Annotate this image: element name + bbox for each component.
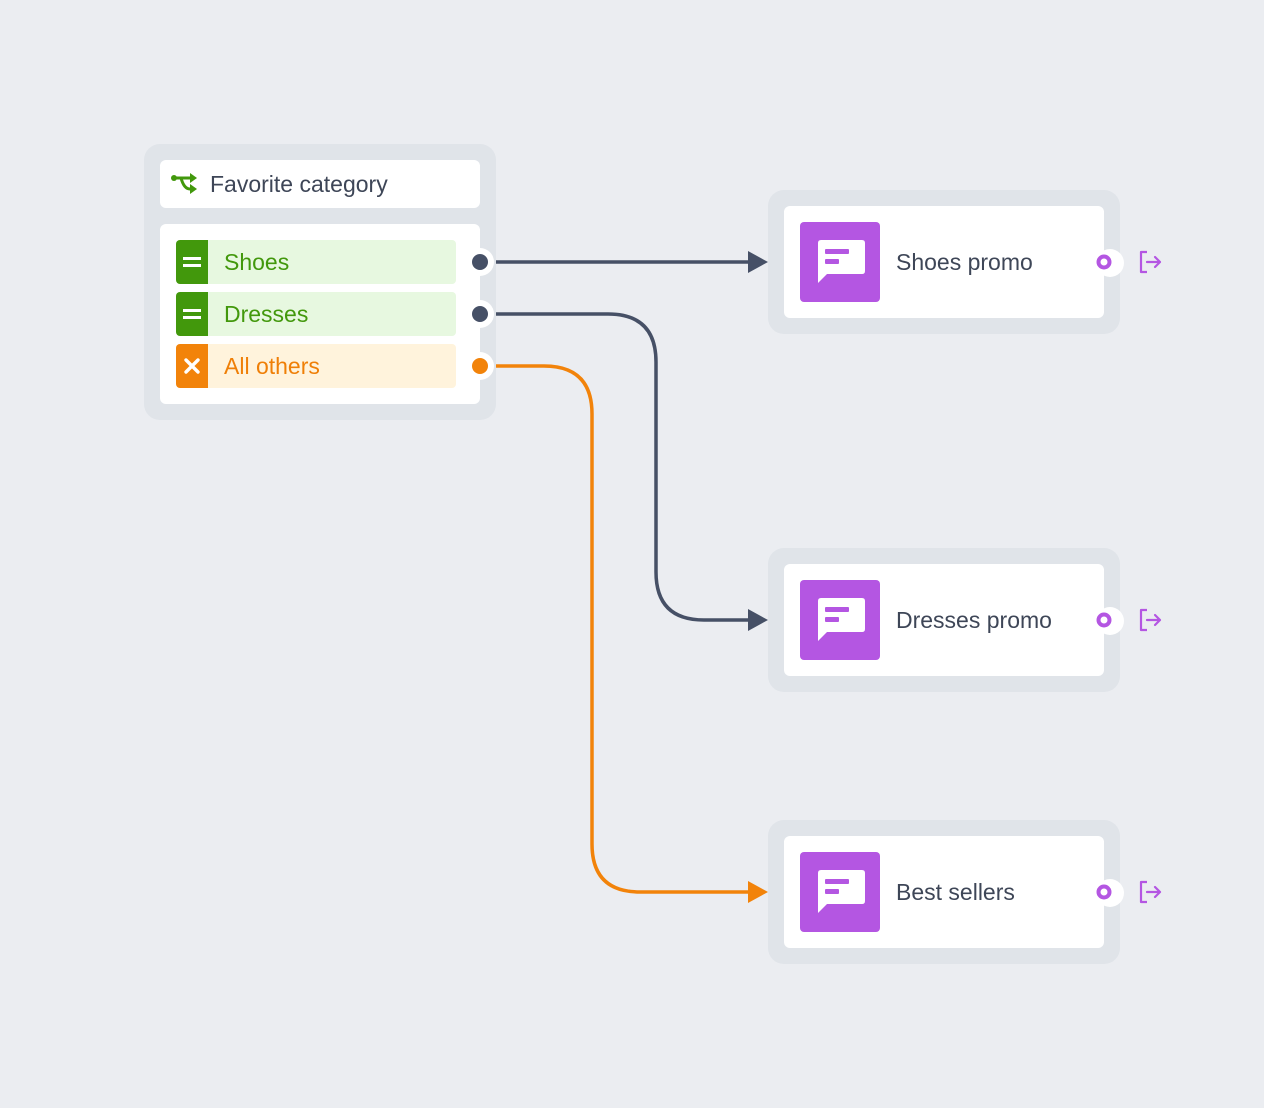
output-port-dresses[interactable] bbox=[472, 306, 488, 322]
message-node-dresses-promo[interactable]: Dresses promo bbox=[768, 548, 1124, 692]
message-output-port[interactable] bbox=[1096, 254, 1112, 270]
split-icon bbox=[170, 170, 198, 198]
split-header: Favorite category bbox=[160, 160, 480, 208]
split-branches: Shoes Dresses All others bbox=[160, 224, 494, 404]
equals-icon bbox=[176, 240, 208, 284]
message-node-shoes-promo[interactable]: Shoes promo bbox=[768, 190, 1124, 334]
close-icon bbox=[176, 344, 208, 388]
branch-shoes[interactable]: Shoes bbox=[176, 240, 456, 284]
split-node[interactable]: Favorite category Shoes Dresses All othe… bbox=[144, 144, 496, 420]
message-card: Shoes promo bbox=[784, 206, 1124, 318]
arrowhead-dresses bbox=[748, 609, 768, 631]
branch-all-others[interactable]: All others bbox=[176, 344, 456, 388]
connector-dresses bbox=[496, 312, 750, 622]
branch-label: All others bbox=[224, 352, 320, 379]
message-icon bbox=[800, 222, 880, 302]
message-card: Dresses promo bbox=[784, 564, 1124, 676]
branch-label: Shoes bbox=[224, 248, 290, 275]
exit-icon[interactable] bbox=[1138, 249, 1164, 275]
split-title: Favorite category bbox=[210, 170, 388, 197]
message-label: Shoes promo bbox=[896, 249, 1033, 275]
branch-dresses[interactable]: Dresses bbox=[176, 292, 456, 336]
arrowhead-shoes bbox=[748, 251, 768, 273]
output-port-shoes[interactable] bbox=[472, 254, 488, 270]
message-label: Dresses promo bbox=[896, 607, 1052, 633]
exit-icon[interactable] bbox=[1138, 879, 1164, 905]
message-label: Best sellers bbox=[896, 879, 1015, 905]
connector-all-others bbox=[496, 364, 750, 894]
message-output-port[interactable] bbox=[1096, 612, 1112, 628]
message-icon bbox=[800, 852, 880, 932]
message-node-best-sellers[interactable]: Best sellers bbox=[768, 820, 1124, 964]
output-port-all-others[interactable] bbox=[472, 358, 488, 374]
message-card: Best sellers bbox=[784, 836, 1124, 948]
branch-label: Dresses bbox=[224, 300, 309, 327]
exit-icon[interactable] bbox=[1138, 607, 1164, 633]
message-output-port[interactable] bbox=[1096, 884, 1112, 900]
message-icon bbox=[800, 580, 880, 660]
arrowhead-all-others bbox=[748, 881, 768, 903]
equals-icon bbox=[176, 292, 208, 336]
